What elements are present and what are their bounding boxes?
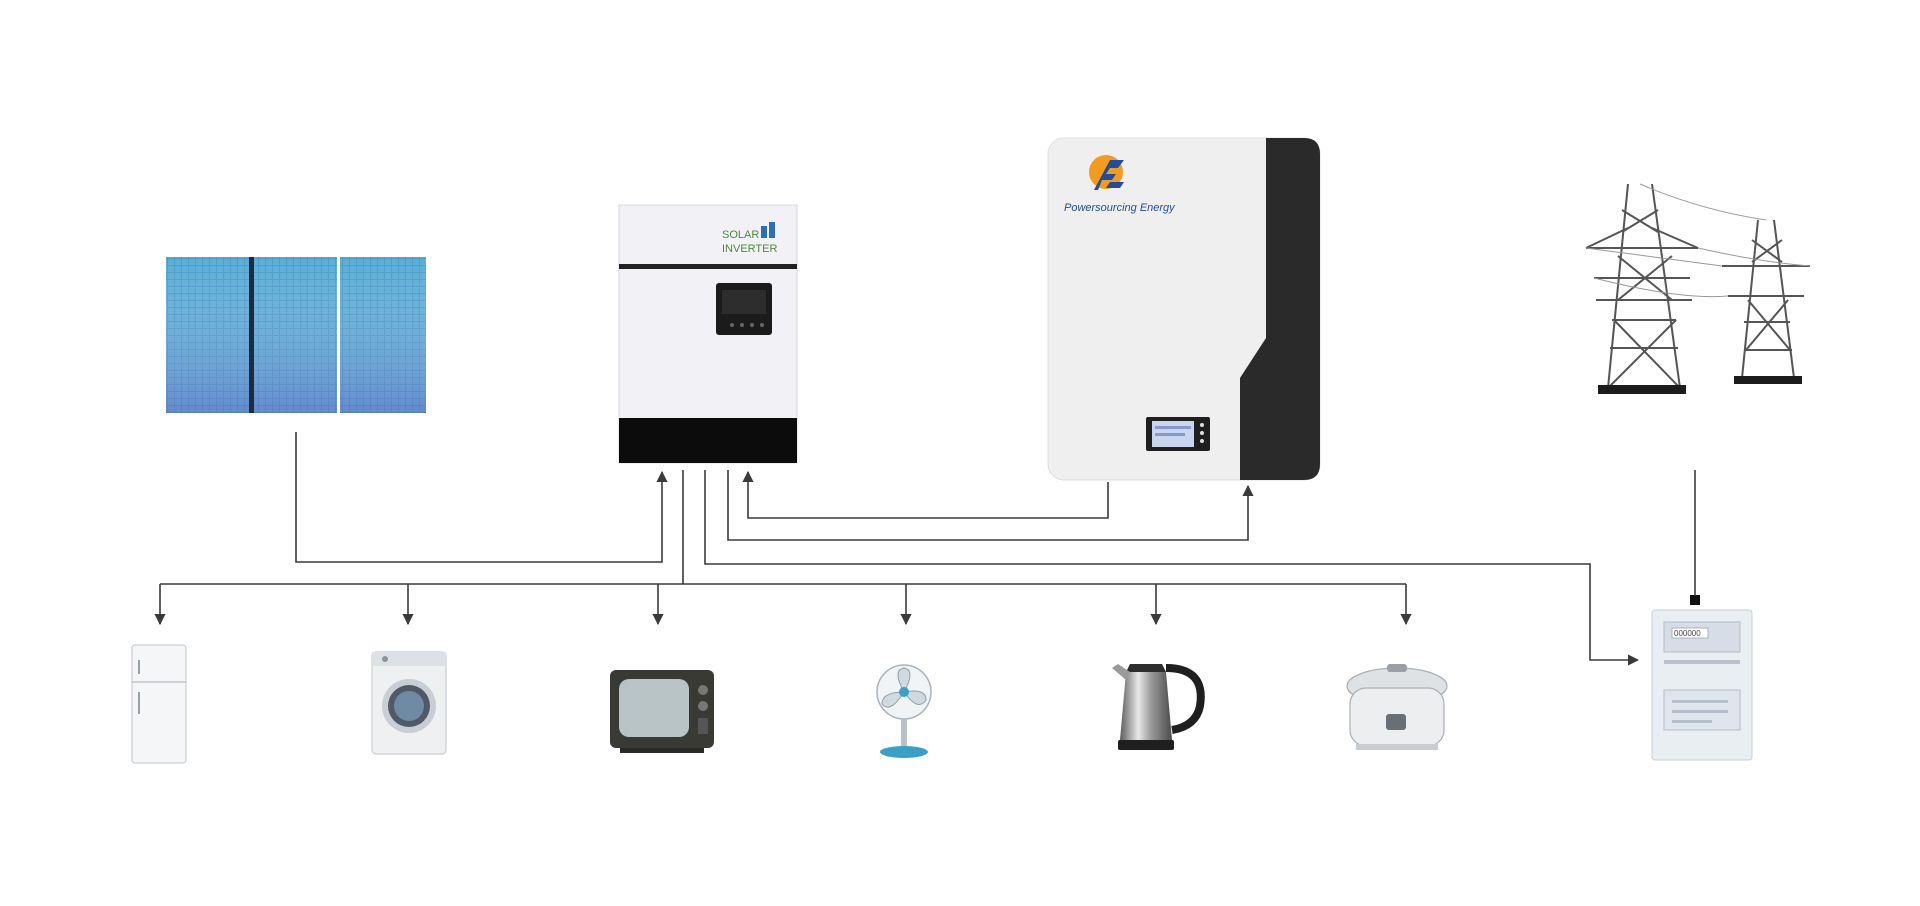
- inverter-to-battery-line: [727, 470, 1254, 541]
- battery-brand-logo-icon: [1089, 155, 1124, 190]
- solar-inverter: SOLAR INVERTER: [618, 204, 798, 464]
- solar-panel-icon: [166, 257, 426, 413]
- tower-base-right: [1734, 376, 1802, 384]
- inverter-to-meter-line: [704, 470, 1640, 666]
- electric-kettle-icon: [1112, 664, 1205, 750]
- power-transmission-tower-icon: [1585, 183, 1811, 389]
- inverter-label-line2: INVERTER: [722, 243, 777, 255]
- inverter-logo-icon: [761, 222, 775, 238]
- battery-to-inverter-line: [742, 470, 1109, 519]
- tower-base-left: [1598, 385, 1686, 394]
- connection-lines: [154, 432, 1696, 666]
- battery-brand-text: Powersourcing Energy: [1064, 202, 1176, 214]
- rice-cooker-icon: [1346, 664, 1448, 750]
- electric-meter-icon: 000000: [1651, 595, 1753, 761]
- inverter-label-line1: SOLAR: [722, 229, 759, 241]
- television-icon: [610, 670, 714, 753]
- solar-to-inverter-line: [295, 432, 668, 563]
- refrigerator-icon: [131, 644, 187, 764]
- washing-machine-icon: [371, 651, 447, 755]
- lithium-battery: Powersourcing Energy: [1047, 137, 1321, 481]
- meter-display-text: 000000: [1674, 629, 1701, 638]
- battery-display-icon: [1146, 417, 1210, 451]
- electric-fan-icon: [876, 664, 932, 758]
